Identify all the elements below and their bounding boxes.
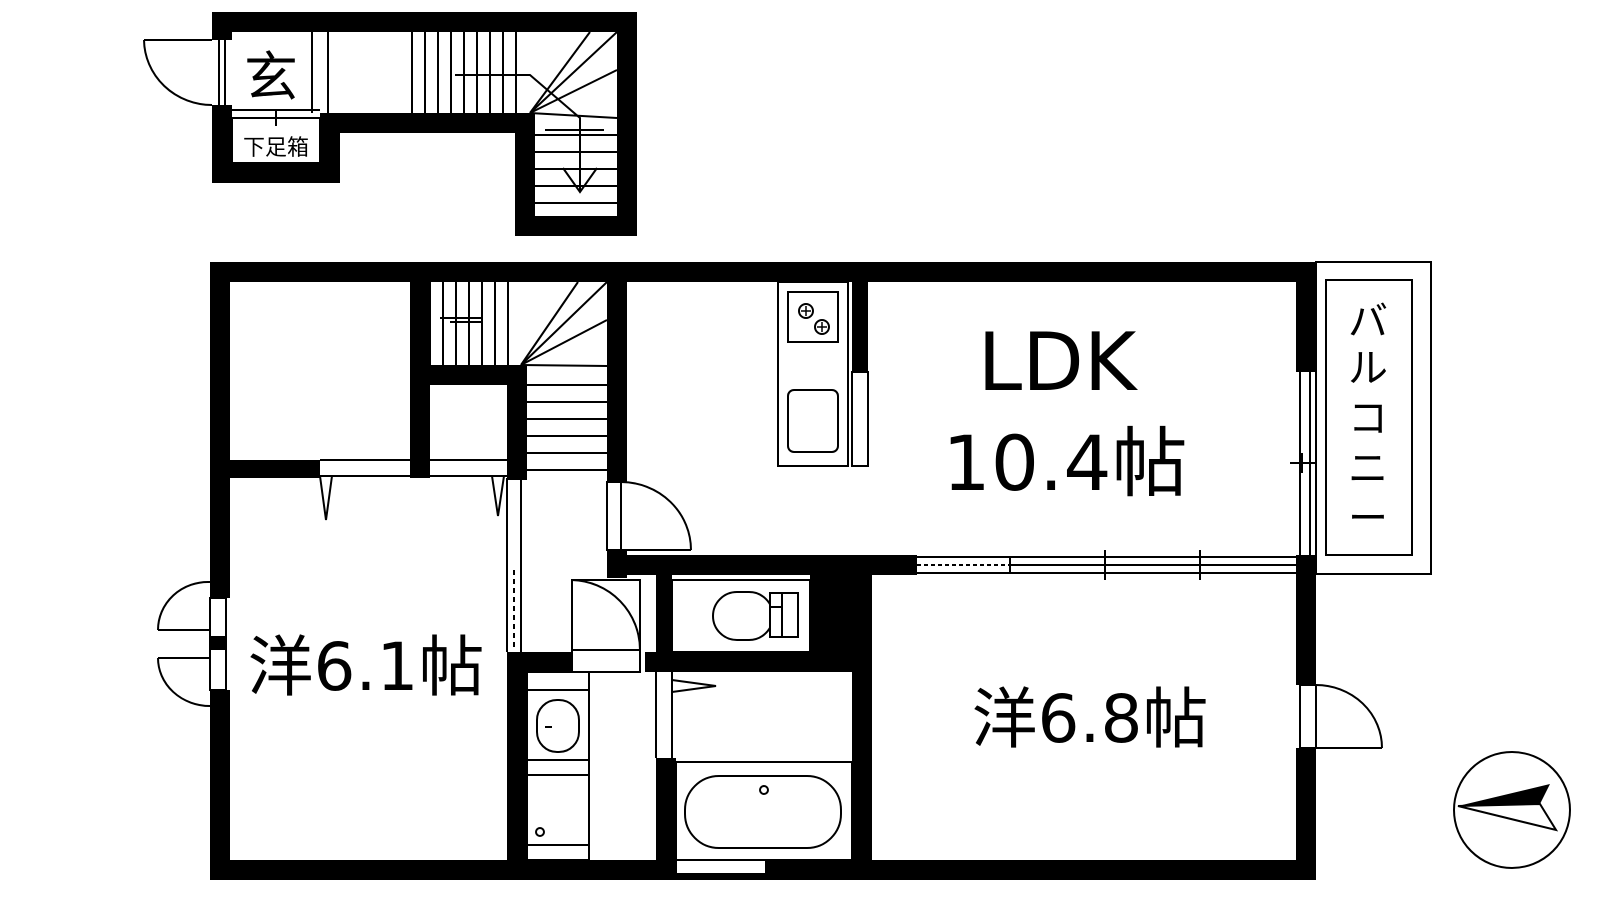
wall: [210, 262, 1315, 282]
room-west-label: 洋6.1帖: [248, 629, 485, 706]
toilet-room-door-frame: [571, 579, 641, 673]
window-frame: [210, 636, 226, 650]
toilet-icon: [671, 579, 811, 653]
wall: [507, 652, 575, 672]
ldk-size-label: 10.4帖: [942, 419, 1187, 508]
balcony-label-2: ル: [1348, 346, 1388, 392]
balcony-label-1: バ: [1348, 299, 1388, 345]
folding-door-mark: [491, 475, 505, 517]
wall: [212, 12, 636, 32]
balcony-label-3: コ: [1348, 396, 1388, 442]
wall: [1296, 262, 1316, 372]
bathtub-icon: [675, 761, 853, 861]
wall: [645, 652, 855, 672]
washing-machine-pan-icon: [526, 774, 590, 846]
counter-side-wall: [851, 371, 869, 467]
entrance-door-swing: [143, 39, 213, 106]
shoe-box-label: 下足箱: [243, 136, 309, 161]
gas-stove-icon: [787, 291, 839, 343]
north-arrow-icon: [1453, 751, 1571, 869]
wall: [320, 113, 535, 133]
entrance-label: 玄: [244, 46, 298, 109]
ldk-label: LDK: [978, 316, 1139, 409]
entrance-block: 下足箱 玄: [143, 12, 637, 236]
wall: [515, 216, 637, 236]
bath-step: [675, 859, 767, 875]
wall: [212, 105, 232, 183]
folding-door-mark: [319, 475, 333, 521]
room-east-label: 洋6.8帖: [972, 681, 1209, 758]
east-door-swing: [1315, 684, 1383, 749]
ldk-door-swing: [620, 481, 692, 551]
balcony-label-4: ニ: [1348, 446, 1388, 492]
wall: [507, 652, 527, 880]
wall: [515, 113, 535, 236]
wall: [607, 555, 917, 575]
wall: [617, 12, 637, 236]
ldk-door-frame: [606, 481, 622, 551]
counter-side-wall: [852, 282, 868, 372]
wall: [852, 575, 872, 880]
wall: [230, 460, 320, 478]
main-floor: LDK 10.4帖 バ ル コ ニ ー: [157, 261, 1432, 880]
wall: [210, 690, 230, 880]
wall: [1296, 555, 1316, 685]
wall: [656, 758, 676, 880]
wall: [212, 12, 232, 40]
folding-door-mark: [671, 679, 717, 693]
wall: [1296, 748, 1316, 880]
west-window-swing: [157, 657, 211, 707]
kitchen-sink-icon: [787, 389, 839, 453]
wall: [656, 575, 672, 652]
wall: [507, 365, 527, 480]
balcony-inner: [1325, 279, 1413, 556]
wall: [210, 262, 230, 598]
east-door-frame: [1299, 684, 1317, 749]
wall: [212, 163, 340, 183]
stairs-upper: [411, 31, 618, 204]
wall: [607, 282, 627, 482]
wall: [410, 365, 527, 385]
balcony-label-5: ー: [1348, 496, 1388, 542]
west-window-swing: [157, 580, 211, 631]
toilet-door-swing: [571, 579, 641, 651]
stairs-main: [429, 281, 608, 471]
washbasin-icon: [526, 689, 590, 761]
